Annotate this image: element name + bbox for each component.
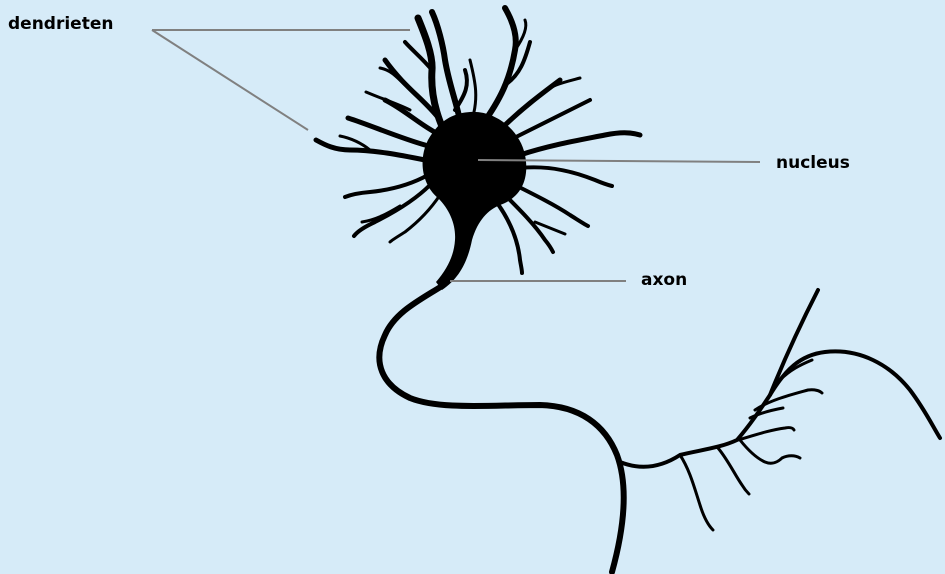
dendrites-leader-lower — [152, 30, 308, 130]
axon-label: axon — [641, 272, 687, 289]
axon — [379, 286, 940, 572]
dendrites-label: dendrieten — [8, 16, 113, 33]
nucleus-label: nucleus — [776, 155, 850, 172]
